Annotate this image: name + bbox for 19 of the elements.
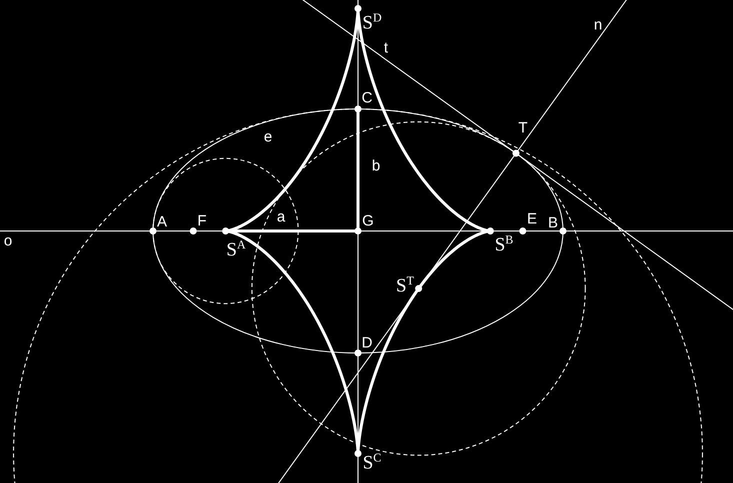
point-label: C — [362, 90, 372, 106]
point-label: B — [548, 216, 558, 230]
point-label: S$^{C}$ — [362, 451, 382, 473]
point-label: F — [197, 214, 207, 228]
line-label: t — [384, 40, 388, 56]
curve-label: e — [264, 130, 272, 144]
point-label: T — [518, 120, 528, 136]
point-label: A — [157, 214, 167, 230]
point-label: D — [362, 336, 372, 350]
line-label: n — [594, 18, 602, 32]
line-label: o — [4, 234, 12, 248]
point-label: S$^{D}$ — [362, 11, 382, 33]
point-label: E — [527, 212, 537, 226]
segment-label: b — [372, 158, 380, 174]
segment-label: a — [276, 210, 286, 224]
point-label: G — [362, 214, 374, 228]
point-label: S$^{T}$ — [396, 274, 414, 296]
point-label: S$^{B}$ — [494, 233, 514, 255]
point-label: S$^{A}$ — [226, 238, 246, 260]
